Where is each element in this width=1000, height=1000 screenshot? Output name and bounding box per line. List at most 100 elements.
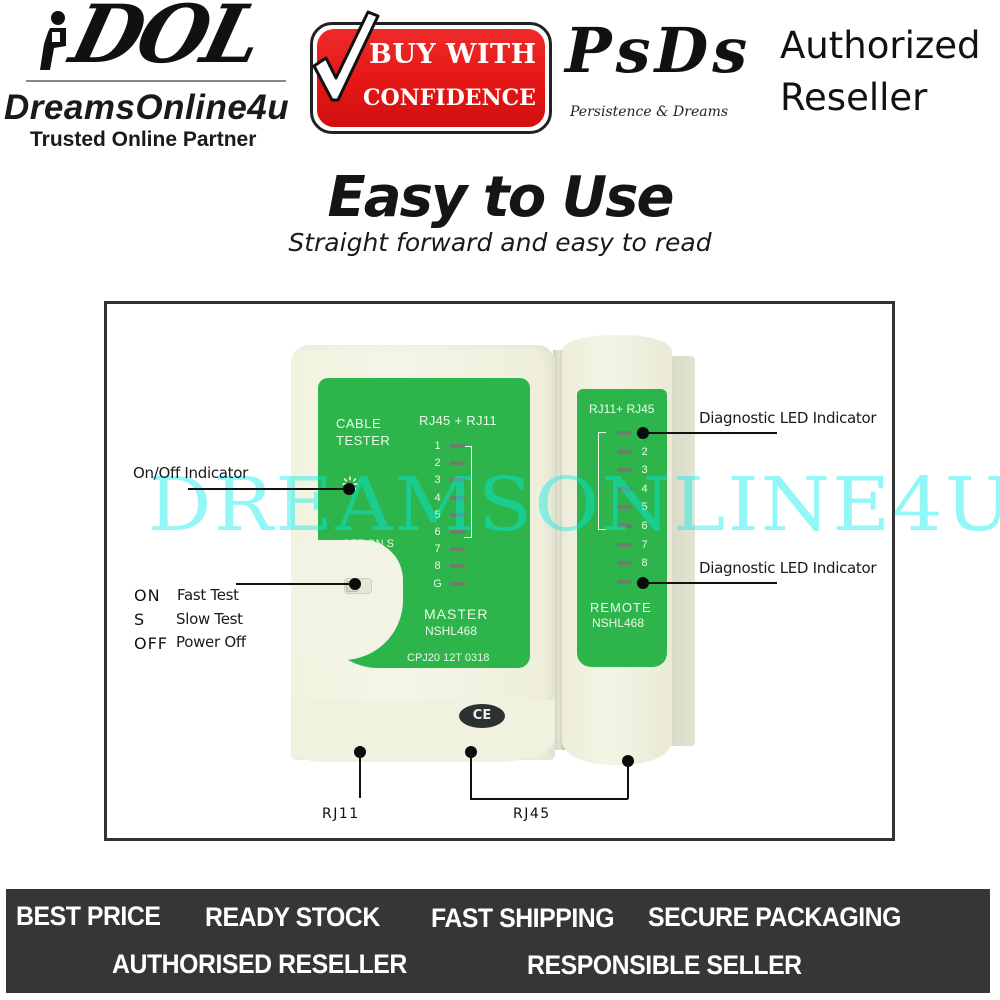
led-indicator-icon <box>450 512 465 517</box>
led-indicator-icon <box>617 524 632 528</box>
led-number: 6 <box>641 520 648 532</box>
led-indicator-icon <box>450 461 465 466</box>
switch-positions-label: OFF ON S <box>342 538 394 550</box>
callout-dot <box>349 578 361 590</box>
cable-tester-label: CABLE TESTER <box>336 416 391 448</box>
badge-line-2: CONFIDENCE <box>363 85 536 111</box>
led-row: 5 <box>617 501 649 513</box>
master-model: NSHL468 <box>425 624 478 638</box>
badge-fast-shipping: FAST SHIPPING <box>431 903 615 933</box>
checkmark-icon <box>312 10 380 102</box>
led-number: 8 <box>641 557 648 570</box>
led-row: 7 <box>617 539 649 551</box>
ce-mark-icon: CE <box>459 704 505 728</box>
callout-line <box>359 752 361 798</box>
led-indicator-icon <box>450 530 465 534</box>
led-indicator-icon <box>450 495 465 500</box>
remote-model: NSHL468 <box>592 616 645 630</box>
callout-line <box>645 432 777 434</box>
led-row: 1 <box>433 440 465 452</box>
led-row: 6 <box>433 526 465 538</box>
led-row: 8 <box>617 557 649 569</box>
psds-logo: PsDs <box>565 14 752 87</box>
led-row: 7 <box>433 543 465 555</box>
led-number: 3 <box>641 464 648 477</box>
led-indicator-icon <box>450 581 465 586</box>
callout-line <box>236 583 352 585</box>
dreamsonline4u-logo: DOL DreamsOnline4u Trusted Online Partne… <box>0 0 310 160</box>
led-indicator-icon <box>617 486 632 491</box>
brand-tagline: Trusted Online Partner <box>30 128 257 151</box>
led-row: 8 <box>433 560 465 572</box>
led-indicator-icon <box>450 564 465 569</box>
buy-with-confidence-badge: BUY WITH CONFIDENCE <box>310 22 552 134</box>
led-indicator-icon <box>617 431 632 435</box>
led-row: 5 <box>433 509 465 521</box>
badge-responsible-seller: RESPONSIBLE SELLER <box>527 950 802 980</box>
led-number: 5 <box>434 508 441 521</box>
badge-line-1: BUY WITH <box>369 39 537 70</box>
seated-person-icon <box>40 11 66 70</box>
led-row: 4 <box>617 483 649 495</box>
led-number: 2 <box>641 445 648 458</box>
remote-led-bracket <box>598 432 606 530</box>
led-number: 3 <box>434 474 441 487</box>
led-number: 7 <box>641 538 648 551</box>
led-row: 2 <box>433 457 465 469</box>
remote-connector-label: RJ11+ RJ45 <box>589 402 655 416</box>
callout-line <box>470 798 628 800</box>
authorized-reseller-text: Authorized Reseller <box>780 24 981 119</box>
led-number: 4 <box>434 491 441 504</box>
page-subtitle: Straight forward and easy to read <box>288 228 712 257</box>
callout-line <box>188 488 348 490</box>
led-number: 4 <box>641 482 648 495</box>
master-code: CPJ20 12T 0318 <box>407 652 490 664</box>
dol-monogram: DOL <box>62 0 270 81</box>
callout-line <box>645 582 777 584</box>
led-number: 1 <box>434 440 441 452</box>
mode-desc-off: Power Off <box>176 633 246 651</box>
led-row: 3 <box>433 474 465 486</box>
mode-key-off: OFF <box>134 634 168 653</box>
badge-secure-packaging: SECURE PACKAGING <box>648 902 902 932</box>
remote-front-panel <box>577 389 667 667</box>
master-name: MASTER <box>424 606 489 622</box>
badge-authorised-reseller: AUTHORISED RESELLER <box>112 949 407 979</box>
led-row: 2 <box>617 446 649 458</box>
led-indicator-icon <box>450 478 465 483</box>
callout-dot <box>637 427 649 439</box>
led-number: 5 <box>641 501 648 514</box>
logo-divider <box>26 80 286 82</box>
callout-line <box>627 761 629 799</box>
mode-key-s: S <box>134 610 146 629</box>
led-number: G <box>433 577 442 590</box>
master-unit-base <box>291 700 555 762</box>
led-row: 4 <box>433 492 465 504</box>
led-row: 3 <box>617 464 649 476</box>
remote-name: REMOTE <box>590 600 652 615</box>
led-indicator-icon <box>617 505 632 510</box>
port-label-rj45: RJ45 <box>513 806 551 822</box>
led-number: 2 <box>434 457 441 470</box>
led-indicator-icon <box>617 542 632 547</box>
led-indicator-icon <box>617 449 632 454</box>
led-row: 6 <box>617 520 649 532</box>
badge-best-price: BEST PRICE <box>16 901 161 931</box>
led-row: G <box>433 578 465 590</box>
led-number: 6 <box>434 526 441 538</box>
led-number: 7 <box>434 543 441 556</box>
psds-tagline: Persistence & Dreams <box>570 104 729 120</box>
led-indicator-icon <box>450 444 465 448</box>
on-off-indicator-label: On/Off Indicator <box>133 464 248 482</box>
brand-name: DreamsOnline4u <box>4 88 290 127</box>
diagnostic-led-label-bottom: Diagnostic LED Indicator <box>699 559 877 577</box>
led-indicator-icon <box>450 547 465 552</box>
led-number: 8 <box>434 560 441 573</box>
port-label-rj11: RJ11 <box>322 806 360 822</box>
master-switch-recess <box>291 540 403 660</box>
diagnostic-led-label-top: Diagnostic LED Indicator <box>699 409 877 427</box>
led-indicator-icon <box>617 468 632 473</box>
mode-key-on: ON <box>134 586 161 605</box>
led-indicator-icon <box>617 579 632 584</box>
master-connector-label: RJ45 + RJ11 <box>419 413 497 428</box>
